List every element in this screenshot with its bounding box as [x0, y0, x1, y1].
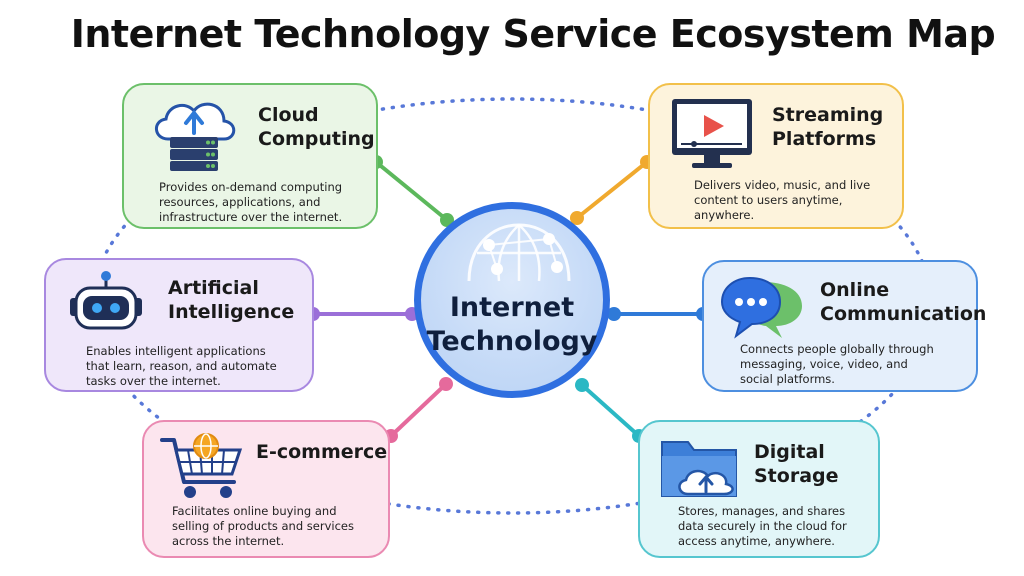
- chat-bubbles-icon: [718, 274, 808, 349]
- node-description: Connects people globally through messagi…: [740, 342, 934, 386]
- node-description: Delivers video, music, and live content …: [694, 178, 871, 222]
- node-title: Digital Storage: [754, 441, 839, 487]
- connector-ecommerce: [389, 382, 448, 438]
- shopping-cart-icon: [158, 432, 248, 507]
- connector-dot: [575, 378, 589, 392]
- node-digital-storage[interactable]: Digital Storage Stores, manages, and sha…: [638, 420, 880, 558]
- node-description: Stores, manages, and shares data securel…: [678, 504, 847, 548]
- node-streaming-platforms[interactable]: Streaming Platforms Delivers video, musi…: [648, 83, 904, 229]
- node-cloud-computing[interactable]: Cloud Computing Provides on-demand compu…: [122, 83, 378, 229]
- connector-cloud: [374, 160, 449, 222]
- globe-network-icon: [467, 223, 571, 282]
- node-artificial-intelligence[interactable]: Artificial Intelligence Enables intellig…: [44, 258, 314, 392]
- node-e-commerce[interactable]: E-commerce Facilitates online buying and…: [142, 420, 390, 558]
- node-title: Artificial Intelligence: [168, 277, 295, 323]
- node-title: E-commerce: [256, 441, 388, 463]
- robot-icon: [66, 268, 146, 345]
- node-description: Facilitates online buying and selling of…: [172, 504, 354, 548]
- connector-dot: [570, 211, 584, 225]
- hub-label: Internet Technology: [426, 292, 598, 357]
- folder-cloud-icon: [658, 432, 748, 509]
- node-description: Enables intelligent applications that le…: [86, 344, 277, 388]
- cloud-server-icon: [146, 95, 242, 176]
- node-online-communication[interactable]: Online Communication Connects people glo…: [702, 260, 986, 392]
- node-title: Cloud Computing: [258, 104, 375, 150]
- node-title: Streaming Platforms: [772, 104, 884, 150]
- connector-streaming: [575, 160, 649, 220]
- page-title: Internet Technology Service Ecosystem Ma…: [70, 12, 996, 56]
- hub-internet-technology[interactable]: Internet Technology: [414, 202, 610, 398]
- connector-dot: [607, 307, 621, 321]
- monitor-play-icon: [668, 97, 758, 176]
- node-title: Online Communication: [820, 279, 987, 325]
- node-description: Provides on-demand computing resources, …: [159, 180, 343, 224]
- connector-storage: [580, 383, 641, 438]
- connector-dot: [439, 377, 453, 391]
